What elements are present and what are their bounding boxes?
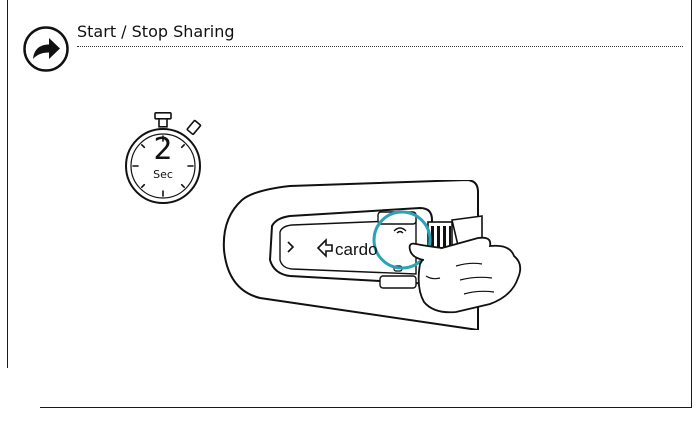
frame-right-border	[691, 0, 692, 408]
frame-left-border	[7, 0, 8, 368]
stopwatch-icon	[125, 112, 202, 204]
section-title: Start / Stop Sharing	[77, 22, 235, 41]
cardo-logo-icon	[316, 238, 333, 258]
title-dotted-rule	[77, 46, 683, 47]
timer-value: 2	[153, 132, 173, 167]
device-illustration	[222, 180, 522, 330]
frame-bottom-border	[40, 407, 692, 408]
device-brand-label: cardo	[335, 240, 378, 259]
share-arrow-icon	[23, 26, 69, 72]
timer-unit: Sec	[153, 168, 173, 181]
